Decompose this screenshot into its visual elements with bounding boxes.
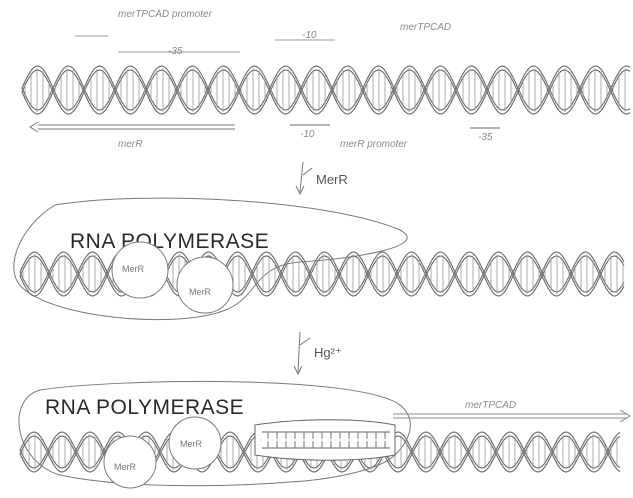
transition-arrow-mercury: Hg²⁺ — [294, 332, 342, 374]
marker-10-bottom: -10 — [300, 129, 315, 140]
rna-polymerase-label-2: RNA POLYMERASE — [70, 230, 269, 253]
merr-addition-label: MerR — [316, 172, 348, 187]
merr-protein-d-label: MerR — [180, 439, 202, 449]
marker-10-top: -10 — [302, 30, 317, 41]
merr-gene-arrow — [30, 122, 235, 132]
dna-strand — [20, 252, 624, 292]
merr-protein-c-label: MerR — [114, 462, 136, 472]
dna-strand-edge — [20, 256, 624, 296]
panel-1: merTPCAD promoter merTPCAD -35 -10 merR … — [22, 9, 630, 150]
dna-strand — [20, 252, 624, 292]
transition-arrow-merr: MerR — [296, 162, 348, 194]
dna-helix-1 — [22, 66, 630, 114]
mrna-transcript-arrow — [393, 410, 630, 422]
rna-polymerase-label-3: RNA POLYMERASE — [45, 396, 244, 419]
panel-3: RNA POLYMERASE merTPCAD MerR MerR — [19, 381, 630, 488]
merr-protein-a-label: MerR — [122, 264, 144, 274]
merr-protein-b — [177, 257, 233, 313]
panel-2: RNA POLYMERASE MerR MerR — [14, 198, 624, 320]
dna-strand-edge — [20, 256, 624, 296]
open-complex-bubble — [255, 420, 395, 461]
dna-helix-2 — [20, 252, 624, 296]
mertpcad-gene-label: merTPCAD — [400, 22, 451, 33]
mercury-ion-label: Hg²⁺ — [314, 345, 342, 360]
marker-35-bottom: -35 — [478, 132, 493, 143]
merr-promoter-label: merR promoter — [340, 139, 408, 150]
merr-gene-label: merR — [118, 139, 142, 150]
mertpcad-promoter-label: merTPCAD promoter — [118, 9, 213, 20]
merr-protein-b-label: MerR — [189, 287, 211, 297]
mertpcad-transcript-label: merTPCAD — [465, 400, 516, 411]
marker-35-top: -35 — [168, 46, 183, 57]
